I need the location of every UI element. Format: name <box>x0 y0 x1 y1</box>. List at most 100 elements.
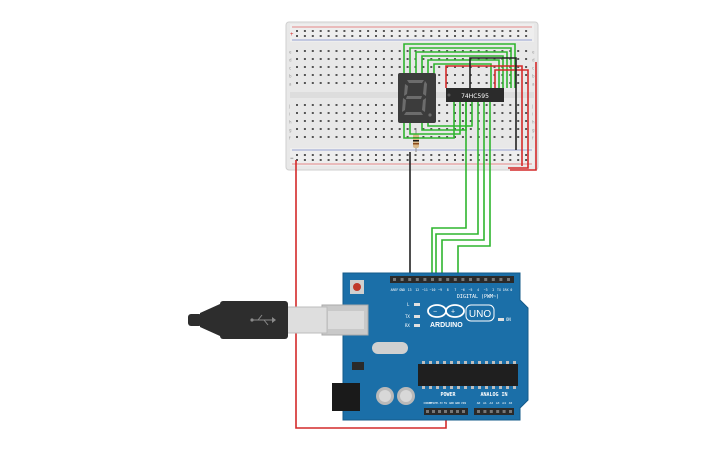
header-pin[interactable] <box>423 278 427 281</box>
header-pin[interactable] <box>438 410 441 413</box>
hole <box>367 66 370 68</box>
usb-symbol-dot <box>250 318 254 322</box>
header-pin[interactable] <box>438 278 442 281</box>
header-pin[interactable] <box>469 278 472 281</box>
power-pin-label: IOREF <box>423 401 432 405</box>
wire-green[interactable] <box>431 102 467 278</box>
hole <box>335 159 338 161</box>
wire-red[interactable] <box>510 62 537 171</box>
hole <box>311 112 314 114</box>
header-pin[interactable] <box>502 410 506 413</box>
hole <box>319 112 322 114</box>
header-pin[interactable] <box>461 278 465 281</box>
hole <box>461 136 464 138</box>
usb-cable[interactable] <box>188 301 328 339</box>
header-pin[interactable] <box>432 410 435 413</box>
wire-green[interactable] <box>435 102 479 278</box>
hole <box>303 50 306 52</box>
row-letter: d <box>289 58 292 63</box>
hole <box>296 82 298 84</box>
hole <box>367 30 370 32</box>
wire-green[interactable] <box>409 47 512 88</box>
wire-black[interactable] <box>469 57 517 150</box>
row-letter: f <box>532 136 534 141</box>
wire-red[interactable] <box>494 69 529 169</box>
header-pin[interactable] <box>477 410 480 413</box>
hole <box>375 66 377 68</box>
header-pin[interactable] <box>509 410 512 413</box>
header-pin[interactable] <box>393 278 396 281</box>
wire-red[interactable] <box>445 65 523 166</box>
header-pin[interactable] <box>408 278 412 281</box>
hole <box>398 30 401 32</box>
header-pin[interactable] <box>456 410 459 413</box>
wire-green[interactable] <box>427 59 500 88</box>
hole <box>303 136 306 138</box>
uno-model: UNO <box>469 309 491 320</box>
wire-green[interactable] <box>457 102 491 278</box>
header-pin[interactable] <box>426 410 429 413</box>
hole <box>390 136 393 138</box>
row-letter: b <box>532 74 535 79</box>
header-pin[interactable] <box>462 410 465 413</box>
hole <box>517 136 520 138</box>
header-pin[interactable] <box>491 278 495 281</box>
header-pin[interactable] <box>453 278 457 281</box>
hole <box>319 50 322 52</box>
header-pin[interactable] <box>489 410 493 413</box>
row-letter: b <box>289 74 292 79</box>
hole <box>343 112 346 114</box>
seven-segment-display[interactable] <box>398 73 436 123</box>
hole <box>485 112 488 114</box>
hole <box>335 30 338 32</box>
chip-leg <box>422 386 425 389</box>
header-pin[interactable] <box>450 410 453 413</box>
header-pin[interactable] <box>431 278 434 281</box>
header-pin[interactable] <box>400 278 404 281</box>
header-pin[interactable] <box>496 410 500 413</box>
hole <box>382 35 385 37</box>
wire-green[interactable] <box>409 102 461 135</box>
hole <box>367 136 370 138</box>
hole <box>343 35 346 37</box>
hole <box>398 159 401 161</box>
hole <box>311 120 314 122</box>
usb-cable-end <box>188 314 202 326</box>
header-pin[interactable] <box>446 278 450 281</box>
wire-green[interactable] <box>441 102 485 278</box>
hole <box>351 112 354 114</box>
header-pin[interactable] <box>484 278 488 281</box>
hole <box>477 50 480 52</box>
header-pin[interactable] <box>507 278 510 281</box>
wire-green[interactable] <box>421 55 504 88</box>
wire-green[interactable] <box>403 102 455 139</box>
hole <box>375 104 377 106</box>
chip-leg <box>485 361 488 364</box>
digital-pin-label: RX 0 <box>505 288 513 292</box>
hole <box>485 35 488 37</box>
wire-green[interactable] <box>433 63 492 88</box>
hole <box>493 58 496 60</box>
header-pin[interactable] <box>476 278 480 281</box>
hole <box>359 154 362 156</box>
header-pin[interactable] <box>415 278 419 281</box>
hole <box>501 30 504 32</box>
row-letter: h <box>289 120 292 125</box>
wire-green[interactable] <box>427 102 473 127</box>
hole <box>430 30 433 32</box>
shift-register-chip[interactable]: 74HC595 <box>446 88 504 102</box>
hole <box>469 159 472 161</box>
reset-button[interactable] <box>353 283 361 291</box>
hole <box>422 58 425 60</box>
hole <box>406 136 409 138</box>
header-pin[interactable] <box>499 278 503 281</box>
hole <box>296 50 298 52</box>
hole <box>390 35 393 37</box>
usb-plug-metal <box>286 306 328 334</box>
hole <box>525 112 528 114</box>
header-pin[interactable] <box>444 410 447 413</box>
header-pin[interactable] <box>483 410 487 413</box>
chip-leg <box>464 361 467 364</box>
atmega-chip <box>418 364 518 386</box>
